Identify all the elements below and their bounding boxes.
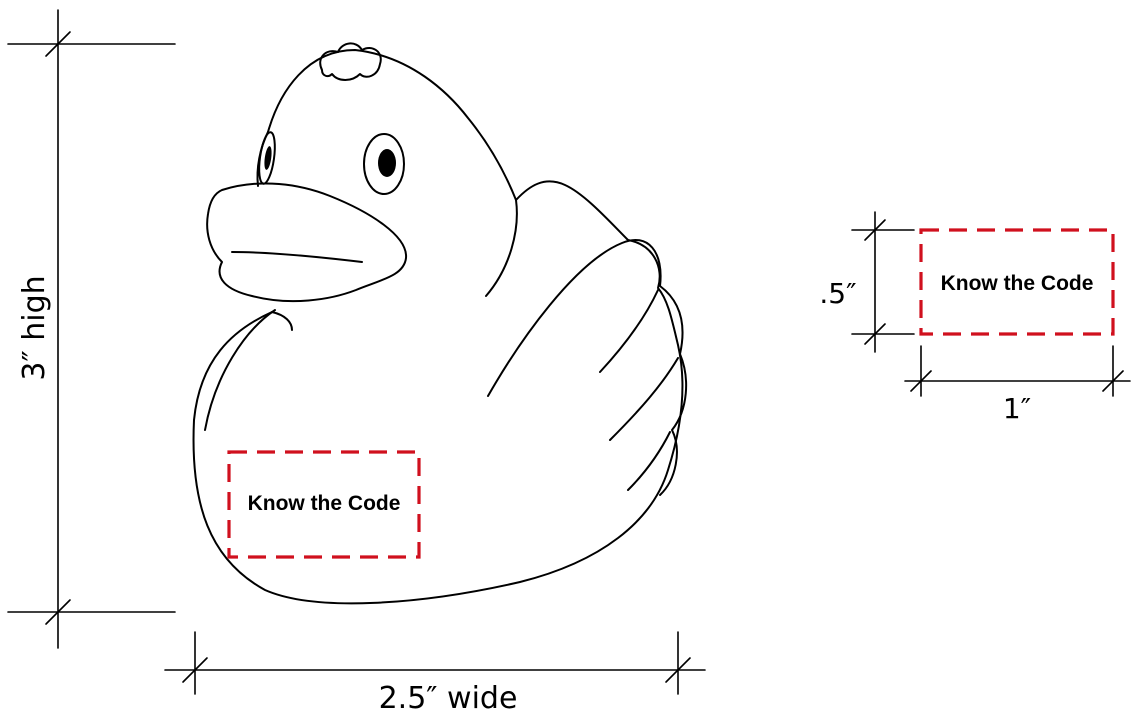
rubber-duck	[192, 42, 688, 605]
duck-back-pupil	[264, 146, 272, 170]
box-width-label: 1″	[1003, 392, 1031, 425]
duck-hair-tuft	[319, 42, 382, 81]
width-label: 2.5″ wide	[379, 681, 518, 716]
duck-label-area: Know the Code	[227, 450, 421, 559]
label-detail: Know the Code .5″ 1″	[819, 211, 1131, 425]
duck-front-pupil	[378, 149, 396, 177]
box-height-label: .5″	[819, 277, 856, 310]
duck-neck-curl	[271, 311, 293, 331]
duck-neck-line	[204, 309, 276, 431]
duck-beak	[206, 182, 408, 303]
duck-label-text: Know the Code	[248, 492, 401, 515]
height-top-tick	[45, 31, 71, 57]
duck-wing-feather-1	[599, 289, 659, 373]
duck-front-eye	[363, 133, 405, 195]
box-width-left-tick	[910, 370, 932, 392]
height-dimension: 3″ high	[7, 9, 176, 649]
duck-back-line	[485, 199, 518, 297]
duck-wing-feather-2	[609, 357, 679, 441]
duck-wing-outline	[487, 238, 688, 496]
box-width-right-tick	[1102, 370, 1124, 392]
detail-label-dashed-box	[919, 228, 1115, 336]
width-dimension: 2.5″ wide	[164, 631, 706, 716]
detail-label-text: Know the Code	[941, 272, 1094, 295]
height-label: 3″ high	[17, 275, 52, 380]
duck-body-outline	[192, 49, 684, 605]
box-height-top-tick	[864, 219, 886, 241]
duck-label-dashed-box	[227, 450, 421, 559]
height-bottom-tick	[45, 599, 71, 625]
duck-wing-feather-3	[627, 431, 671, 491]
box-height-bottom-tick	[864, 323, 886, 345]
width-right-tick	[665, 657, 691, 683]
width-left-tick	[182, 657, 208, 683]
duck-beak-mouth-line	[231, 251, 363, 263]
